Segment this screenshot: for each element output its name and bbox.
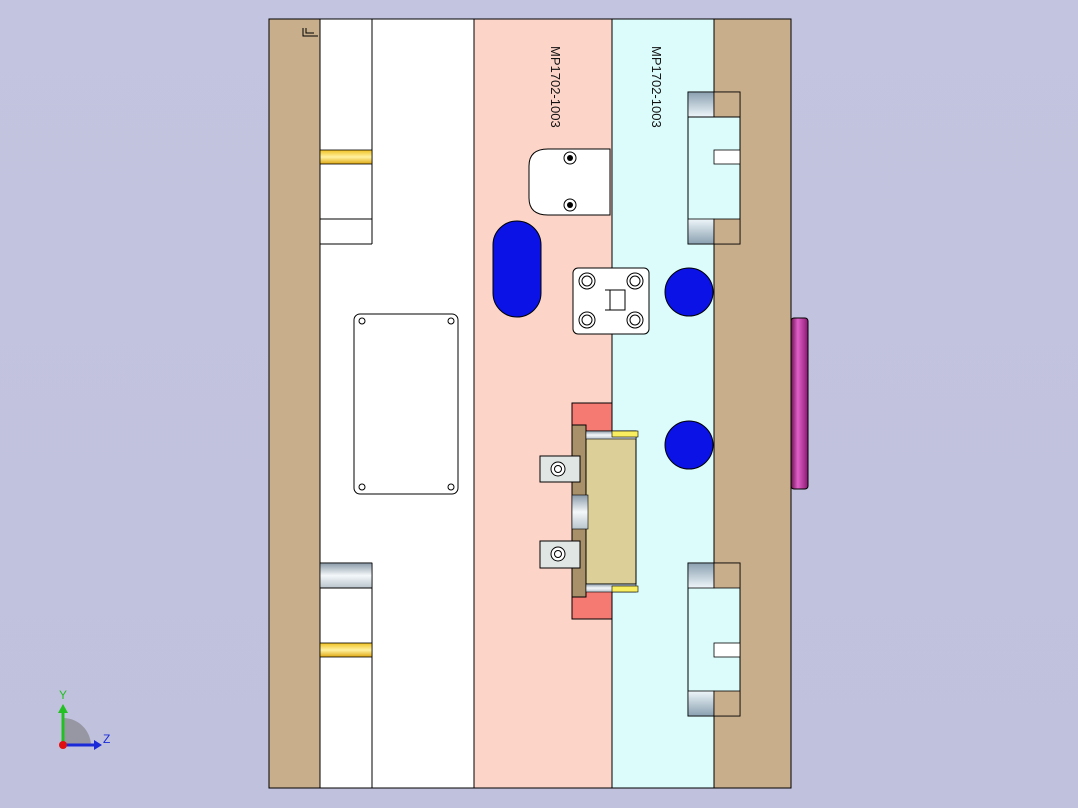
water-channel-upper xyxy=(664,267,714,317)
spacer-top-bottom xyxy=(319,562,373,589)
guide-bushing-bottom xyxy=(319,642,373,658)
coordinate-triad-icon xyxy=(58,704,102,750)
left-clamp-plate xyxy=(268,18,321,789)
support-block-top xyxy=(687,91,741,245)
lifting-block xyxy=(528,148,611,216)
slider-assembly xyxy=(539,402,639,620)
locating-ring xyxy=(790,317,809,490)
plate-label-core: MP1702-1003 xyxy=(649,46,664,128)
parting-lock-block xyxy=(572,267,650,335)
support-block-bottom xyxy=(687,562,741,717)
plate-label-cavity: MP1702-1003 xyxy=(548,46,563,128)
water-channel-slot xyxy=(492,220,542,318)
corner-mark-icon xyxy=(302,28,318,37)
water-channel-lower xyxy=(664,420,714,470)
nameplate-cover xyxy=(353,313,459,495)
guide-bushing-top xyxy=(319,149,373,165)
triad-z-label: Z xyxy=(103,732,111,746)
triad-y-label: Y xyxy=(59,688,68,702)
